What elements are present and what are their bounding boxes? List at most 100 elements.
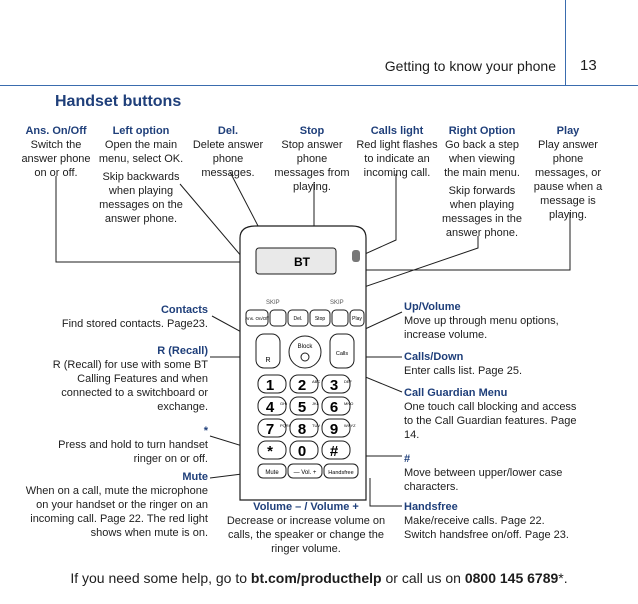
keypad-key[interactable]	[321, 418, 351, 438]
skip-right-label: SKIP	[330, 300, 344, 306]
keypad-key[interactable]	[289, 396, 319, 416]
keypad-key-label: 1	[266, 377, 274, 394]
volume-label: — Vol. +	[294, 470, 317, 476]
callout-text: Move between upper/lower case characters…	[404, 467, 563, 493]
keypad-key[interactable]	[257, 396, 287, 416]
callout-text: Open the main menu, select OK.	[98, 139, 184, 165]
mute-button[interactable]	[257, 463, 287, 479]
keypad-key-letters: JKL	[312, 401, 320, 406]
recall-label: R	[265, 357, 270, 364]
play-label: Play	[352, 316, 362, 322]
up-calls-key[interactable]	[329, 333, 355, 369]
callout-text: Enter calls list. Page 25.	[404, 365, 523, 377]
keypad-key-letters: MNO	[344, 401, 353, 406]
callout-text: When on a call, mute the microphone on y…	[25, 485, 208, 539]
header-rule	[0, 85, 638, 86]
help-footer: If you need some help, go to bt.com/prod…	[0, 570, 638, 586]
volume-rocker[interactable]	[287, 463, 323, 479]
callout-title: Up/Volume	[404, 301, 461, 313]
footer-prefix: If you need some help, go to	[70, 570, 251, 586]
callout-subtext: Skip backwards when playing messages on …	[99, 171, 183, 225]
keypad-key[interactable]	[257, 418, 287, 438]
callout-text: Delete answer phone messages.	[192, 139, 264, 179]
callout-title: Calls light	[370, 125, 424, 137]
keypad-key-label: #	[330, 443, 339, 460]
callout-handsfree: Handsfree Make/receive calls. Page 22. S…	[404, 500, 574, 542]
keypad-key[interactable]	[321, 440, 351, 460]
keypad-key[interactable]	[321, 374, 351, 394]
del-button[interactable]	[287, 309, 309, 327]
right-option-button[interactable]	[331, 309, 349, 327]
leader-line	[55, 176, 257, 284]
ans-label: Ans. On/Off	[245, 316, 269, 321]
block-icon	[300, 352, 310, 362]
left-option-button[interactable]	[269, 309, 287, 327]
keypad-key[interactable]	[289, 440, 319, 460]
callout-left-option: Left option Open the main menu, select O…	[98, 124, 184, 226]
help-phone-number: 0800 145 6789	[464, 570, 559, 586]
del-label: Del.	[294, 316, 303, 322]
keypad-key-label: 7	[266, 421, 274, 438]
callout-text: One touch call blocking and access to th…	[404, 401, 577, 441]
keypad-key[interactable]	[289, 374, 319, 394]
callout-ans-onoff: Ans. On/Off Switch the answer phone on o…	[20, 124, 92, 180]
callout-subtext: Skip forwards when playing messages in t…	[441, 185, 523, 239]
callout-star: * Press and hold to turn handset ringer …	[50, 424, 208, 466]
callout-text: Red light flashes to indicate an incomin…	[356, 139, 438, 179]
keypad-key-letters: ABC	[312, 379, 320, 384]
help-link[interactable]: bt.com/producthelp	[250, 570, 382, 586]
callout-up-volume: Up/Volume Move up through menu options, …	[404, 300, 580, 342]
callout-title: Handsfree	[404, 501, 458, 513]
leader-line	[355, 174, 397, 259]
callout-title: Stop	[299, 125, 325, 137]
handsfree-button[interactable]	[323, 463, 359, 479]
keypad-key[interactable]	[257, 374, 287, 394]
play-button[interactable]	[349, 309, 365, 327]
footer-suffix: *.	[558, 570, 568, 586]
callout-text: Move up through menu options, increase v…	[404, 315, 559, 341]
keypad-key-letters: WXYZ	[344, 423, 356, 428]
callout-contacts: Contacts Find stored contacts. Page23.	[40, 303, 208, 331]
ans-onoff-button[interactable]	[245, 309, 269, 327]
header-title: Getting to know your phone	[384, 58, 556, 74]
callout-text: Switch the answer phone on or off.	[21, 139, 91, 179]
callout-title: *	[203, 425, 208, 437]
callout-title: Del.	[217, 125, 239, 137]
block-label: Block	[298, 344, 314, 350]
block-button[interactable]	[288, 335, 322, 369]
calls-label: Calls	[336, 351, 348, 357]
keypad-key-label: 2	[298, 377, 306, 394]
brand-logo: BT	[294, 255, 311, 269]
contacts-recall-key[interactable]	[255, 333, 281, 369]
keypad-key[interactable]	[321, 396, 351, 416]
stop-button[interactable]	[309, 309, 331, 327]
callout-right-option: Right Option Go back a step when viewing…	[440, 124, 524, 240]
callout-text: R (Recall) for use with some BT Calling …	[52, 359, 208, 413]
callout-volume: Volume – / Volume + Decrease or increase…	[226, 500, 386, 556]
page-number: 13	[580, 57, 597, 74]
callout-text: Make/receive calls. Page 22. Switch hand…	[404, 515, 569, 541]
keypad-key-label: 4	[266, 399, 275, 416]
callout-calls-down: Calls/Down Enter calls list. Page 25.	[404, 350, 580, 378]
callout-calls-light: Calls light Red light flashes to indicat…	[355, 124, 439, 180]
keypad-key-label: 6	[330, 399, 338, 416]
callout-title: Play	[556, 125, 580, 137]
callout-title: Mute	[182, 471, 208, 483]
keypad-key[interactable]	[257, 440, 287, 460]
keypad-key-label: *	[267, 443, 273, 460]
callout-play: Play Play answer phone messages, or paus…	[526, 124, 610, 222]
keypad-key-letters: PQRS	[280, 423, 292, 428]
keypad-key-label: 3	[330, 377, 338, 394]
callout-hash: # Move between upper/lower case characte…	[404, 452, 564, 494]
page-header: Getting to know your phone 13	[0, 0, 638, 86]
calls-light	[352, 250, 360, 262]
display-screen	[255, 247, 337, 275]
callout-title: Call Guardian Menu	[404, 387, 508, 399]
mute-label: Mute	[265, 470, 279, 476]
callout-call-guardian: Call Guardian Menu One touch call blocki…	[404, 386, 584, 442]
callout-text: Go back a step when viewing the main men…	[444, 139, 520, 179]
keypad-key-label: 5	[298, 399, 306, 416]
callout-title: Contacts	[160, 304, 208, 316]
keypad-key[interactable]	[289, 418, 319, 438]
